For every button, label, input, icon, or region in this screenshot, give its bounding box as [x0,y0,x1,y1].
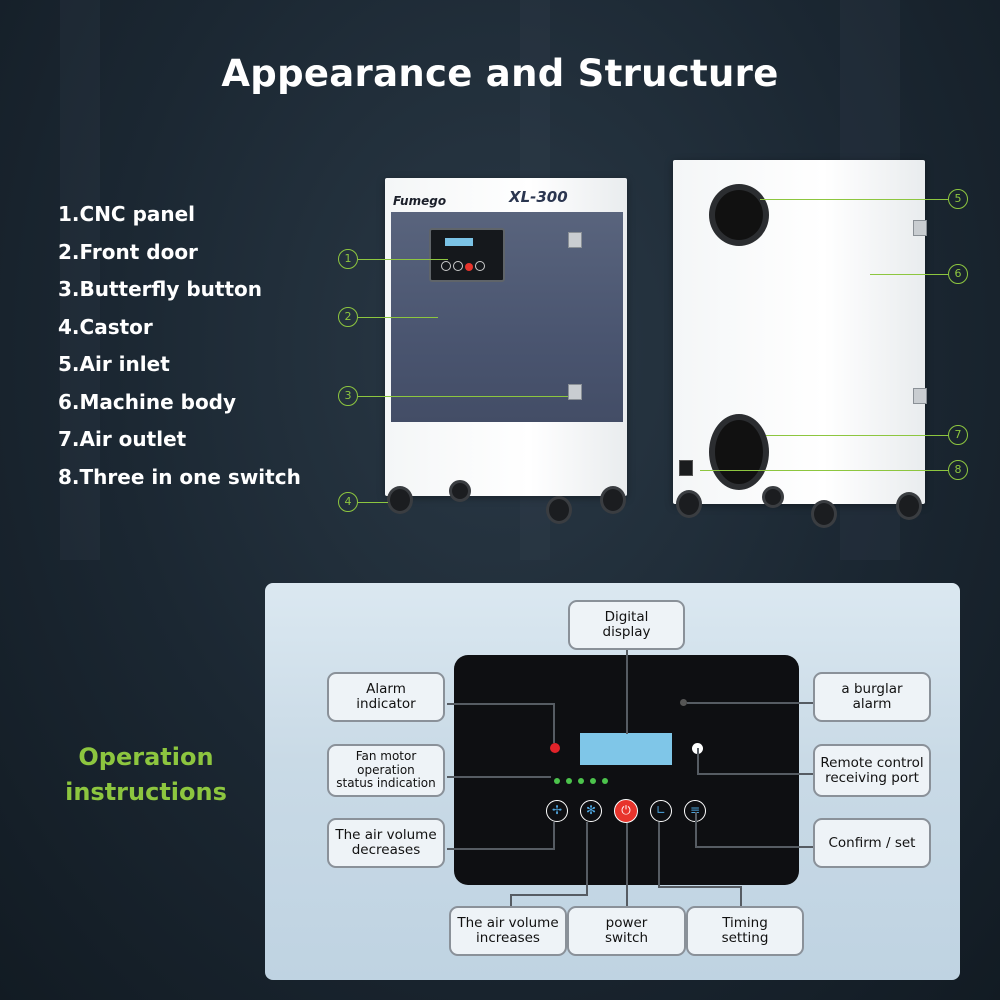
page-title: Appearance and Structure [221,52,779,95]
status-led [554,778,560,784]
status-led [590,778,596,784]
digital-display [580,733,672,765]
callout-6: 6 [948,264,968,284]
castor [811,500,837,528]
castor [546,496,572,524]
status-led [566,778,572,784]
timer-button[interactable]: ∟ [650,800,672,822]
callout-7: 7 [948,425,968,445]
model-label: XL-300 [509,188,568,206]
power-button[interactable]: ⏻ [614,799,638,823]
castor [762,486,784,508]
callout-3: 3 [338,386,358,406]
status-led [578,778,584,784]
castor [896,492,922,520]
callout-2: 2 [338,307,358,327]
hinge [913,220,927,236]
brand-logo: Fumego [393,194,447,208]
back-machine [673,160,927,504]
fan-increase-button[interactable]: ✻ [580,800,602,822]
part-item: 5.Air inlet [58,352,170,376]
hinge [568,232,582,248]
alarm-indicator-light [550,743,560,753]
part-item: 8.Three in one switch [58,464,301,489]
part-item: 3.Butterfly button [58,277,263,301]
status-led [602,778,608,784]
castor [387,486,413,514]
parts-list: 1.CNC panel 2.Front door 3.Butterfly but… [58,196,301,496]
burglar-alarm-light [680,699,687,706]
part-item: 1.CNC panel [58,202,196,226]
part-item: 6.Machine body [58,389,237,414]
castor [449,480,471,502]
part-item: 2.Front door [58,239,198,264]
air-outlet [709,414,769,490]
three-in-one-switch [679,460,693,476]
callout-5: 5 [948,189,968,209]
cnc-panel [429,228,505,282]
label-confirm-set: Confirm / set [813,818,931,868]
fan-decrease-button[interactable]: ✢ [546,800,568,822]
callout-8: 8 [948,460,968,480]
hinge [913,388,927,404]
operation-heading: Operation instructions [65,743,227,806]
castor [600,486,626,514]
castor [676,490,702,518]
air-inlet [709,184,769,246]
butterfly-button [568,384,582,400]
callout-4: 4 [338,492,358,512]
part-item: 4.Castor [58,314,153,339]
part-item: 7.Air outlet [58,427,187,451]
callout-1: 1 [338,249,358,269]
front-machine: Fumego XL-300 [385,178,627,496]
